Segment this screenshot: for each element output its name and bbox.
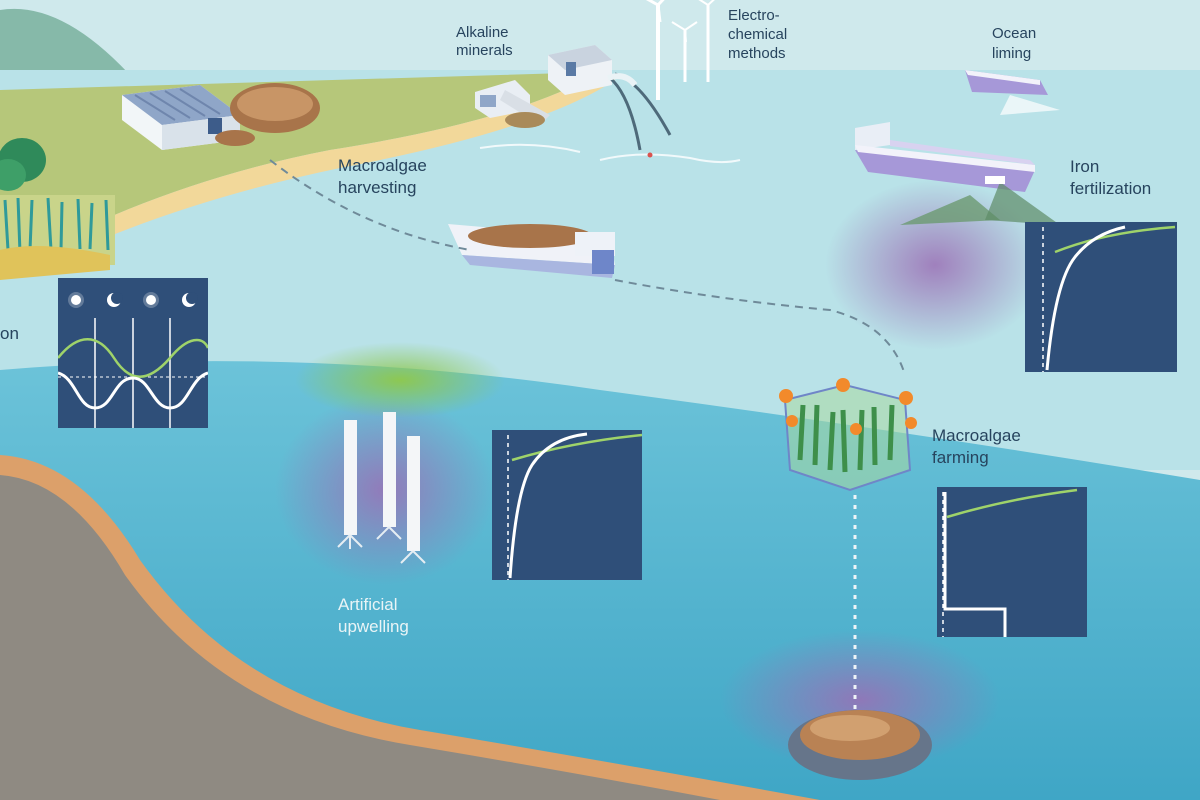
- upwelling-pipes: [337, 412, 426, 564]
- sun-icon: [143, 292, 159, 308]
- sun-icon: [68, 292, 84, 308]
- seabed: [0, 475, 720, 800]
- iron-fertilization-panel: [1025, 222, 1177, 372]
- green-cycle-curve: [58, 338, 208, 378]
- macroalgae-farming-panel: [937, 487, 1087, 637]
- iron-fertilization-glow: [825, 180, 1045, 350]
- liming-ship: [965, 70, 1060, 115]
- harvesting-boat: [448, 224, 615, 278]
- macroalgae-harvesting-label: Macroalgae harvesting: [338, 156, 427, 197]
- iron-fertilization-label: Iron fertilization: [1070, 157, 1152, 198]
- ocean-liming-label: Ocean liming: [992, 25, 1037, 62]
- white-cycle-curve: [58, 371, 208, 410]
- electrochemical-methods-label: Electro- chemical methods: [728, 7, 788, 62]
- white-response-curve: [1045, 225, 1126, 371]
- transport-route: [269, 159, 906, 376]
- alkaline-minerals-label: Alkaline minerals: [456, 24, 513, 59]
- white-step-curve: [943, 492, 1007, 637]
- macroalgae-farming-label: Macroalgae farming: [932, 426, 1021, 467]
- seabed-purple-glow: [720, 630, 1000, 770]
- green-response-curve: [946, 488, 1078, 519]
- sunk-algae-deposit: [788, 710, 932, 780]
- upwelling-green-glow: [295, 342, 505, 418]
- wind-turbines: [645, 0, 715, 100]
- coastal-vegetation: [0, 138, 115, 280]
- mineral-truck: [475, 80, 550, 128]
- processing-facility: [122, 83, 320, 150]
- iron-fertilization-ship: [855, 122, 1060, 225]
- artificial-upwelling-panel: [492, 430, 642, 580]
- macroalgae-farm: [779, 378, 917, 732]
- white-response-curve: [508, 432, 588, 579]
- green-response-curve: [1054, 225, 1176, 254]
- distant-hill: [0, 8, 130, 90]
- green-response-curve: [511, 433, 642, 462]
- electrochemical-plant: [479, 45, 741, 164]
- beach: [80, 72, 615, 240]
- cut-off-label: on: [0, 324, 19, 343]
- moon-icon: [107, 292, 123, 307]
- day-night-cycle-panel: [58, 278, 208, 428]
- moon-icon: [182, 292, 198, 307]
- artificial-upwelling-label: Artificial upwelling: [338, 595, 409, 636]
